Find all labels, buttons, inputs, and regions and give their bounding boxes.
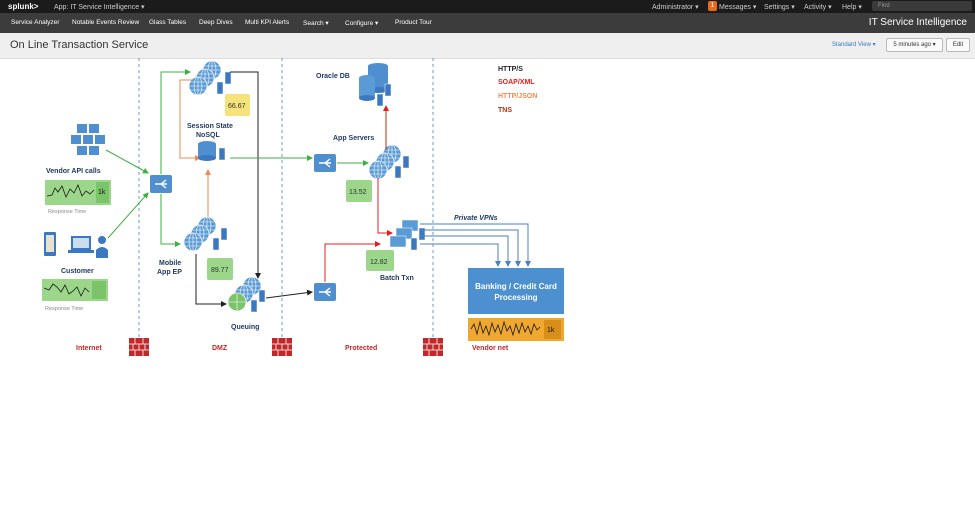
app-nav-bar: Service Analyzer Notable Events Review G…	[0, 13, 975, 33]
customer-sparkline[interactable]	[42, 279, 108, 301]
banking-label: Banking / Credit Card	[475, 282, 557, 291]
vendor-api-label: Vendor API calls	[46, 168, 101, 175]
oracle-database-icon[interactable]	[359, 63, 392, 107]
top-bar: splunk> App: IT Service Intelligence ▾ A…	[0, 0, 975, 13]
nav-configure[interactable]: Configure ▾	[345, 20, 379, 27]
session-kpi-value: 66.67	[228, 103, 246, 110]
protocol-legend: HTTP/S SOAP/XML HTTP/JSON TNS	[498, 66, 537, 114]
firewall-icon	[422, 337, 444, 357]
glass-table-header: On Line Transaction Service Standard Vie…	[0, 33, 975, 59]
mobile-app-endpoint-icon[interactable]	[183, 216, 228, 252]
legend-json: HTTP/JSON	[498, 93, 537, 100]
zone-label-internet: Internet	[76, 345, 102, 352]
customer-label: Customer	[61, 268, 94, 275]
firewall-icon	[128, 337, 150, 357]
nav-multi-kpi-alerts[interactable]: Multi KPI Alerts	[245, 19, 290, 26]
response-time-label: Response Time	[45, 306, 83, 312]
nav-service-analyzer[interactable]: Service Analyzer	[11, 19, 60, 26]
batch-kpi-tile[interactable]	[366, 250, 394, 271]
settings-menu[interactable]: Settings ▾	[764, 4, 795, 11]
legend-soap: SOAP/XML	[498, 79, 535, 86]
app-ep-label: App EP	[157, 269, 182, 276]
splunk-logo[interactable]: splunk>	[8, 2, 39, 11]
nav-deep-dives[interactable]: Deep Dives	[199, 19, 233, 26]
mobile-label: Mobile	[159, 260, 181, 267]
batch-txn-label: Batch Txn	[380, 275, 414, 282]
activity-menu[interactable]: Activity ▾	[804, 4, 832, 11]
batch-load-balancer-icon[interactable]	[313, 282, 337, 302]
standard-view-dropdown[interactable]: Standard View ▾	[832, 42, 876, 48]
mobile-kpi-tile[interactable]	[207, 258, 233, 280]
customer-devices-icon[interactable]	[44, 232, 108, 258]
app-servers-kpi-tile[interactable]	[346, 180, 372, 202]
nav-product-tour[interactable]: Product Tour	[395, 19, 432, 26]
oracle-db-label: Oracle DB	[316, 73, 350, 80]
nav-search[interactable]: Search ▾	[303, 20, 329, 27]
help-menu[interactable]: Help ▾	[842, 4, 862, 11]
zone-label-protected: Protected	[345, 345, 377, 352]
banking-processing-box[interactable]	[468, 268, 564, 314]
app-servers-icon[interactable]	[368, 144, 410, 180]
messages-count-badge[interactable]: 1	[708, 1, 717, 11]
queuing-servers-icon[interactable]	[227, 276, 266, 313]
time-range-picker[interactable]: 5 minutes ago ▾	[886, 38, 943, 52]
batch-txn-servers-icon[interactable]	[389, 219, 426, 251]
nav-glass-tables[interactable]: Glass Tables	[149, 19, 187, 26]
vendor-api-servers-icon[interactable]	[71, 124, 105, 155]
private-vpns-label: Private VPNs	[454, 215, 498, 222]
response-time-label: Response Time	[48, 209, 86, 215]
banking-sparkline[interactable]: 1k	[468, 318, 564, 341]
app-servers-kpi-value: 13.52	[349, 189, 367, 196]
legend-tns: TNS	[498, 107, 512, 114]
nav-notable-events-review[interactable]: Notable Events Review	[72, 19, 140, 26]
nosql-label: NoSQL	[196, 132, 220, 139]
firewall-icon	[271, 337, 293, 357]
zone-label-vendor-net: Vendor net	[472, 345, 509, 352]
edit-button[interactable]: Edit	[946, 38, 970, 52]
app-menu[interactable]: App: IT Service Intelligence ▾	[54, 4, 145, 11]
zone-label-dmz: DMZ	[212, 345, 228, 352]
app-server-load-balancer-icon[interactable]	[313, 153, 337, 173]
banking-spark-value: 1k	[547, 327, 555, 334]
session-state-label: Session State	[187, 123, 233, 130]
find-input[interactable]: Find	[872, 1, 972, 11]
queuing-label: Queuing	[231, 324, 259, 331]
app-servers-label: App Servers	[333, 135, 374, 142]
nosql-database-icon[interactable]	[198, 141, 226, 161]
glass-table-canvas: Internet DMZ Protected Vendor net Vendor…	[42, 58, 564, 357]
page-title: On Line Transaction Service	[10, 39, 149, 51]
session-kpi-tile[interactable]	[225, 94, 250, 116]
legend-http: HTTP/S	[498, 66, 523, 73]
app-brand-title: IT Service Intelligence	[868, 17, 967, 28]
session-web-servers-icon[interactable]	[188, 60, 232, 96]
processing-label: Processing	[494, 293, 537, 302]
administrator-menu[interactable]: Administrator ▾	[652, 4, 699, 11]
batch-kpi-value: 12.82	[370, 259, 388, 266]
vendor-api-sparkline[interactable]: 1k	[45, 180, 111, 205]
messages-menu[interactable]: Messages ▾	[719, 4, 757, 11]
load-balancer-icon[interactable]	[149, 174, 173, 194]
vendor-api-spark-value: 1k	[98, 189, 106, 196]
mobile-kpi-value: 89.77	[211, 267, 229, 274]
